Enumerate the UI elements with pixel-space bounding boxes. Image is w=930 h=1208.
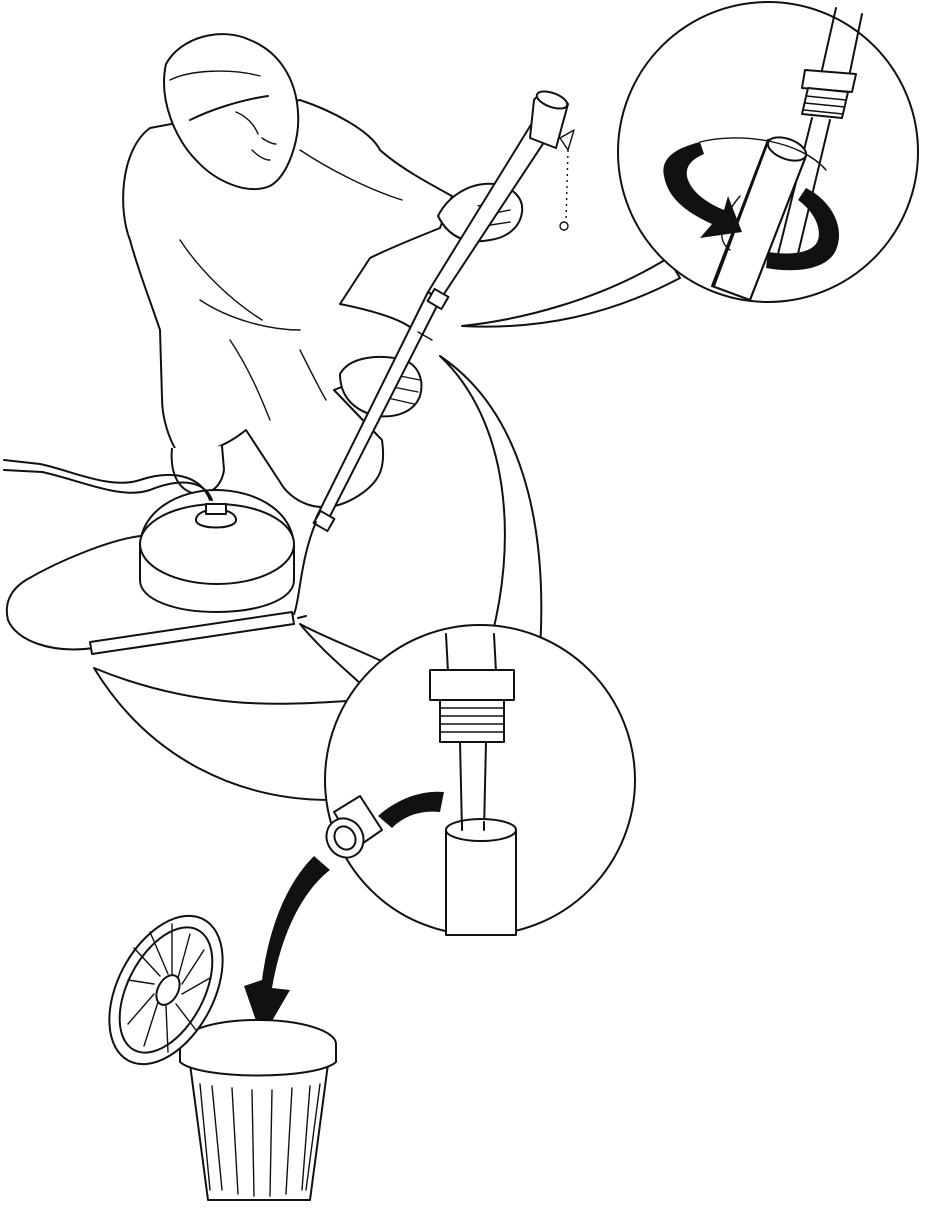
trash-can-icon	[179, 1019, 337, 1201]
callout-pointer-upper	[439, 355, 543, 651]
twist-detail	[663, 7, 863, 301]
callout-cap-removal	[93, 355, 636, 936]
person-icon	[122, 33, 453, 508]
lid-icon	[108, 914, 224, 1066]
torso	[122, 99, 453, 508]
callout-twist-connection	[461, 1, 919, 328]
pull-arrow-icon	[378, 791, 444, 828]
wand-icon	[312, 90, 575, 533]
cap-icon	[325, 795, 383, 859]
floor-cleaner-icon	[139, 489, 295, 613]
rotate-arrow-icon	[663, 142, 742, 238]
cap-detail	[325, 633, 517, 936]
hose-icon	[3, 459, 317, 655]
curved-arrow-icon	[244, 856, 330, 1038]
rotate-arrow-tail-icon	[766, 188, 840, 271]
callout-pointer-tail	[461, 257, 681, 328]
callout-pointer-lower	[93, 623, 397, 821]
